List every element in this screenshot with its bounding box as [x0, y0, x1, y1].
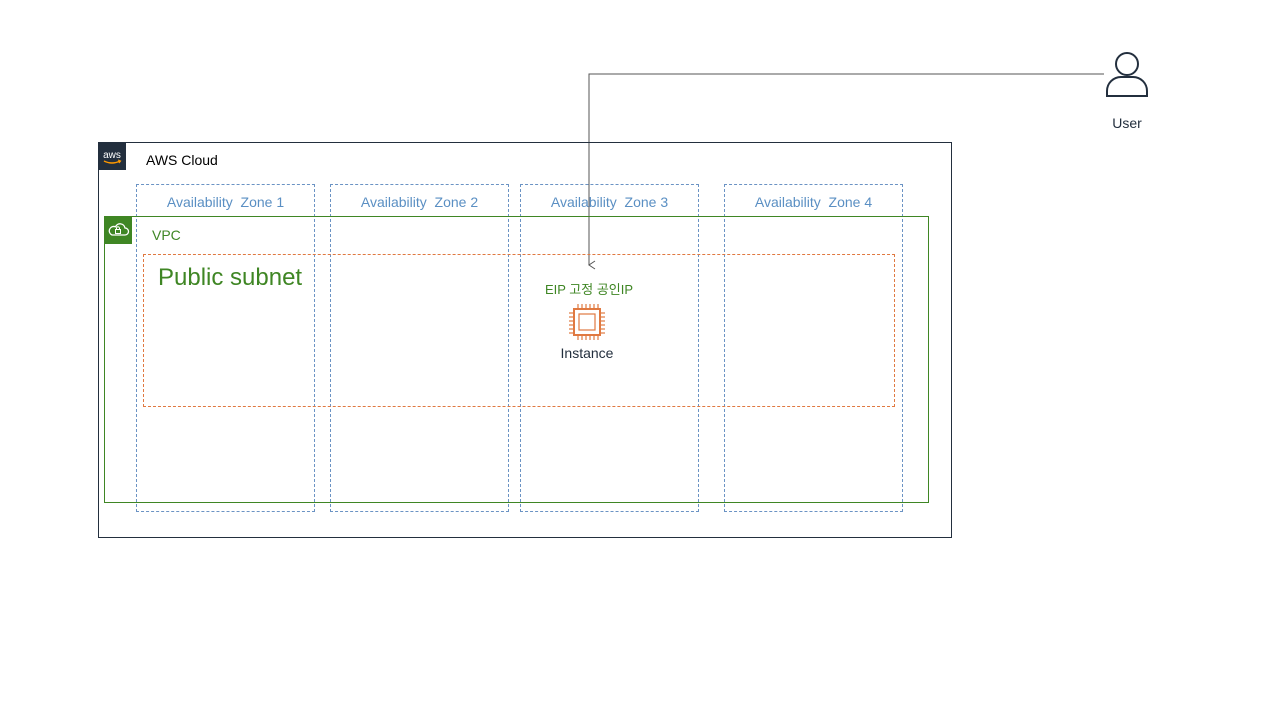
vpc-label: VPC [152, 227, 181, 243]
eip-label: EIP 고정 공인IP [544, 282, 634, 297]
availability-zone-4[interactable] [724, 184, 903, 512]
vpc-group[interactable] [104, 216, 929, 503]
ec2-instance-chip-icon[interactable] [567, 302, 607, 342]
aws-cloud-group[interactable] [98, 142, 952, 538]
availability-zone-3[interactable] [520, 184, 699, 512]
availability-zone-3-label: Availability Zone 3 [550, 194, 669, 210]
user-icon[interactable] [1104, 50, 1150, 98]
availability-zone-4-label: Availability Zone 4 [754, 194, 873, 210]
connector-line [588, 73, 1104, 270]
public-subnet-group[interactable] [143, 254, 895, 407]
availability-zone-2[interactable] [330, 184, 509, 512]
availability-zone-2-label: Availability Zone 2 [360, 194, 479, 210]
availability-zone-1-label: Availability Zone 1 [166, 194, 285, 210]
aws-logo-icon: aws [98, 142, 126, 170]
instance-label: Instance [560, 345, 614, 361]
aws-cloud-label: AWS Cloud [146, 152, 218, 168]
vpc-cloud-lock-icon [104, 216, 132, 244]
svg-text:aws: aws [103, 150, 121, 161]
public-subnet-label: Public subnet [158, 264, 303, 291]
availability-zone-1[interactable] [136, 184, 315, 512]
user-label: User [1112, 115, 1142, 131]
